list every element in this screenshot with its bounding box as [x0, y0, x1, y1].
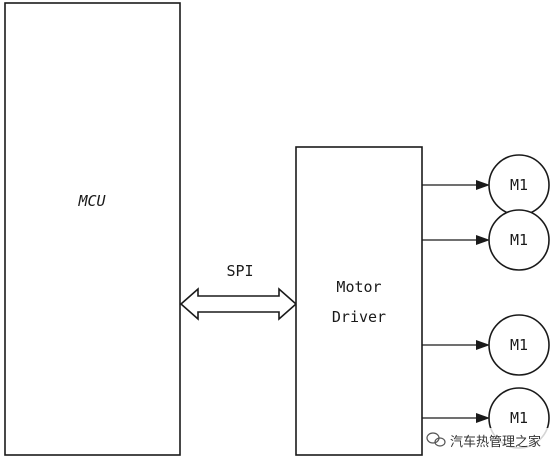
motor-driver-label-line1: Motor: [336, 278, 381, 296]
motor-2-label: M1: [510, 231, 528, 249]
spi-double-arrow: [179, 287, 298, 321]
motor-driver-label-line2: Driver: [332, 308, 386, 326]
arrow-head-4: [476, 413, 490, 423]
wechat-icon: [426, 432, 446, 447]
spi-bus: SPI: [179, 262, 298, 321]
motor-4-label: M1: [510, 409, 528, 427]
watermark-text: 汽车热管理之家: [450, 434, 541, 450]
spi-label: SPI: [226, 262, 253, 280]
arrow-head-1: [476, 180, 490, 190]
watermark: 汽车热管理之家: [424, 428, 558, 452]
arrow-head-3: [476, 340, 490, 350]
motor-1: M1: [488, 154, 550, 216]
motor-2: M1: [488, 209, 550, 271]
motor-2-circle: [488, 209, 550, 271]
arrow-head-2: [476, 235, 490, 245]
mcu-box: [4, 2, 181, 456]
motor-3-circle: [488, 314, 550, 376]
motor-3: M1: [488, 314, 550, 376]
output-arrows: [422, 180, 490, 423]
motor-driver-block: Motor Driver: [295, 146, 423, 456]
motor-1-label: M1: [510, 176, 528, 194]
motor-3-label: M1: [510, 336, 528, 354]
mcu-block: MCU: [4, 2, 181, 456]
mcu-label: MCU: [77, 192, 106, 210]
motor-driver-box: [295, 146, 423, 456]
watermark-backdrop: [424, 428, 558, 452]
